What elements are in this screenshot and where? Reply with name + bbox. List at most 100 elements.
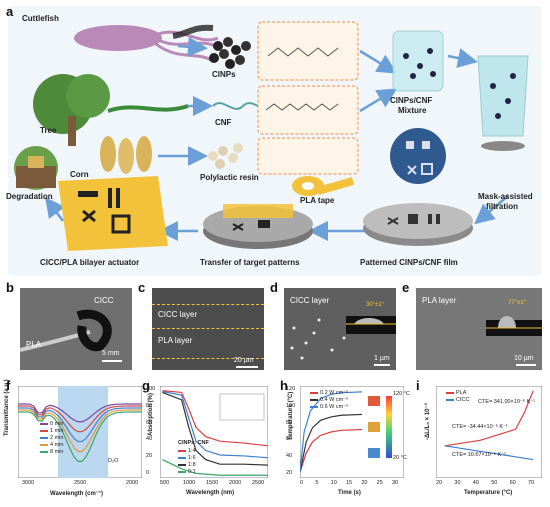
f-series-line [18,407,142,443]
panel-label-d: d [270,280,278,295]
tick-label: 20 [361,480,368,486]
g-legend-title: ClNPs: CNF [178,440,209,446]
schematic-illustration [14,21,529,251]
f-legend-swatch [40,436,48,439]
label-cicc: CICC [94,296,114,305]
i-ylabel: -ΔL/L₀ × 10⁻³ [425,403,431,440]
pla-surface-sem: PLA layer 77°±1° 10 µm [416,288,542,370]
corn-illustration [100,136,152,174]
g-legend-label: 1:6 [188,454,196,461]
panel-label-b: b [6,280,14,295]
panel-label-f: f [6,378,11,393]
f-legend-entry: 0 min [40,420,63,427]
photo-bilayer: CICC PLA 5 mm [20,288,132,370]
cross-section-sem: CICC layer PLA layer 20 µm [152,288,264,370]
f-legend-entry: 2 min [40,434,63,441]
g-legend-swatch [178,470,186,473]
f-legend-label: 0 min [50,420,64,427]
i-series-line [444,445,534,461]
f-series-line [18,405,142,433]
g-series-line [162,390,268,459]
f-legend-swatch [40,422,48,425]
label-cicc-layer: CICC layer [158,310,198,319]
tick-label: 1000 [183,480,196,486]
f-legend-entry: 4 min [40,441,63,448]
polylactic-pellets [208,143,243,169]
f-xlabel: Wavelength (cm⁻¹) [50,491,103,497]
label-pla-tape: PLA tape [300,196,335,205]
scale-bar-e [516,364,536,366]
label-tree: Tree [40,126,57,135]
f-legend-label: 1 min [50,427,64,434]
f-legend-swatch [40,443,48,446]
label-cuttlefish: Cuttlefish [22,14,59,23]
scale-label-c: 20 µm [234,357,254,364]
tick-label: 20 [146,453,153,460]
f-xtick: 3000 [22,480,35,486]
f-xtick: 2000 [126,480,139,486]
label-cicc-surface: CICC layer [290,296,330,305]
tick-label: 100 [286,402,296,409]
h-legend-label: 0.6 W cm⁻² [320,403,348,410]
g-inset [219,393,265,421]
panel-label-e: e [402,280,410,295]
transfer-disk [203,204,313,249]
g-legend-swatch [178,463,186,466]
bilayer-actuator [58,176,168,251]
label-mask-2: filtration [486,202,518,211]
chart-f [18,386,142,478]
mixture-beaker [392,30,444,92]
h-legend-swatch [310,405,318,408]
label-mixture-2: Mixture [398,106,427,115]
g-legend-label: 1:8 [188,461,196,468]
tick-label: 15 [346,480,353,486]
f-series-line [18,411,142,462]
tree-illustration [33,74,110,146]
i-legend-swatch [446,398,454,401]
scale-bar-b [102,360,122,362]
panel-label-a: a [6,4,14,19]
f-legend-label: 8 min [50,448,64,455]
h-legend-label: 0.2 W cm⁻² [320,389,348,396]
tick-label: 80 [146,402,153,409]
label-clnps: ClNPs [212,70,236,79]
i-annotation: CTE= 341.00×10⁻⁶ K⁻¹ [478,399,535,405]
g-series-line [162,390,268,447]
h-legend-swatch [310,391,318,394]
colorbar-min: 20 °C [393,455,407,461]
h-series-line [300,391,363,473]
g-legend-swatch [178,449,186,452]
g-legend-label: 1:4 [188,447,196,454]
f-series-line [18,409,142,453]
g-series-line [162,391,268,466]
cicc-surface-sem: CICC layer 30°±1° 1 µm [284,288,396,370]
g-legend-entry: 0:1 [178,468,196,475]
tick-label: 60 [509,480,516,486]
i-series-line [444,390,534,447]
g-legend-entry: 1:8 [178,461,196,468]
panel-label-c: c [138,280,146,295]
angle-pla: 77°±1° [508,300,527,306]
label-degradation: Degradation [6,192,53,201]
i-annotation: CTE= -34.44×10⁻⁶ K⁻¹ [452,424,508,430]
label-polylactic: Polylactic resin [200,173,259,182]
f-ylabel: Transmittance (a.u.) [4,379,10,436]
f-legend-entry: 8 min [40,448,63,455]
g-legend-entry: 1:6 [178,454,196,461]
g-legend-swatch [178,456,186,459]
clnps-particles [209,37,251,69]
i-legend-entry: CICC [446,396,469,403]
g-xlabel: Wavelength (nm) [186,490,235,496]
cuttlefish-illustration [74,24,221,63]
tick-label: 1500 [206,480,219,486]
h-legend-entry: 0.6 W cm⁻² [310,403,348,410]
g-legend-label: 0:1 [188,468,196,475]
label-patterned: Patterned ClNPs/CNF film [360,258,458,267]
f-legend-label: 4 min [50,441,64,448]
clnps-structure-box [257,21,359,81]
h-series-line [300,428,363,473]
scale-label-d: 1 µm [374,355,390,362]
tick-label: 70 [528,480,535,486]
